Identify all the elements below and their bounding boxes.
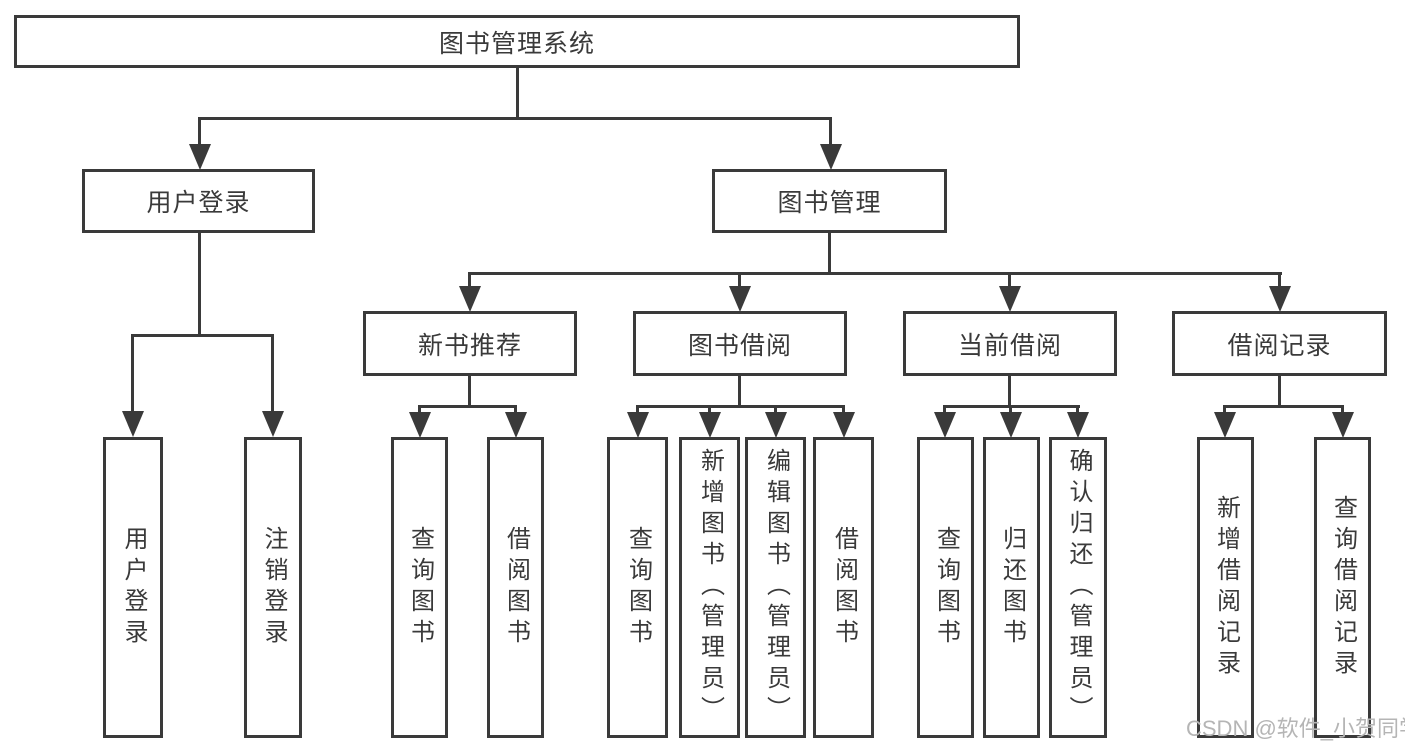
connector-rec-bus	[418, 405, 517, 408]
arrowhead-borrow1	[505, 412, 527, 438]
connector-to-user-login	[198, 119, 201, 146]
leaf-confirm-return-admin: 确认归还（管理员）	[1049, 437, 1107, 738]
connector-to-leaf-logout	[271, 336, 274, 413]
node-user-login: 用户登录	[82, 169, 315, 233]
connector-to-leaf-user-login	[131, 336, 134, 413]
arrowhead-query1	[409, 412, 431, 438]
arrowhead-query2	[627, 412, 649, 438]
leaf-query-books-current: 查询图书	[917, 437, 974, 738]
connector-to-query3	[943, 407, 946, 415]
arrowhead-new-book-rec	[459, 286, 481, 312]
node-book-management: 图书管理	[712, 169, 947, 233]
arrowhead-query3	[934, 412, 956, 438]
connector-to-confirm-return	[1076, 407, 1079, 415]
connector-to-query1	[418, 407, 421, 415]
arrowhead-book-borrow	[729, 286, 751, 312]
connector-to-edit-book	[774, 407, 777, 415]
arrowhead-borrow2	[833, 412, 855, 438]
arrowhead-borrow-records	[1269, 286, 1291, 312]
connector-records-stem	[1278, 375, 1281, 408]
connector-to-book-borrow	[738, 274, 741, 287]
arrowhead-leaf-user-login	[122, 411, 144, 437]
leaf-query-books-borrow: 查询图书	[607, 437, 668, 738]
connector-login-bus	[131, 334, 274, 337]
connector-records-bus	[1223, 405, 1344, 408]
arrowhead-edit-book	[765, 412, 787, 438]
connector-to-query2	[636, 407, 639, 415]
leaf-add-book-admin: 新增图书（管理员）	[679, 437, 740, 738]
connector-mgmt-stem	[828, 233, 831, 275]
arrowhead-add-book	[699, 412, 721, 438]
arrowhead-query-record	[1332, 412, 1354, 438]
connector-root-stem	[516, 68, 519, 120]
arrowhead-user-login	[189, 144, 211, 170]
connector-to-return-book	[1009, 407, 1012, 415]
node-new-book-recommend: 新书推荐	[363, 311, 577, 376]
connector-rec-stem	[468, 375, 471, 408]
leaf-user-login: 用户登录	[103, 437, 163, 738]
connector-to-add-record	[1223, 407, 1226, 415]
arrowhead-book-mgmt	[820, 144, 842, 170]
leaf-borrow-books-borrow: 借阅图书	[813, 437, 874, 738]
connector-to-query-record	[1341, 407, 1344, 415]
connector-to-borrow-records	[1278, 274, 1281, 287]
arrowhead-return-book	[1000, 412, 1022, 438]
connector-to-current-borrow	[1008, 274, 1011, 287]
arrowhead-current-borrow	[999, 286, 1021, 312]
connector-current-stem	[1008, 375, 1011, 408]
leaf-query-books-recommend: 查询图书	[391, 437, 448, 738]
csdn-watermark: CSDN @软件_小贺同学	[1186, 716, 1405, 741]
leaf-logout: 注销登录	[244, 437, 302, 738]
node-borrowing-records: 借阅记录	[1172, 311, 1387, 376]
connector-to-new-book-rec	[468, 274, 471, 287]
connector-to-book-mgmt	[829, 119, 832, 146]
connector-current-bus	[943, 405, 1080, 408]
arrowhead-add-record	[1214, 412, 1236, 438]
connector-to-borrow1	[514, 407, 517, 415]
leaf-return-book: 归还图书	[983, 437, 1040, 738]
connector-borrow-bus	[636, 405, 845, 408]
arrowhead-confirm-return	[1067, 412, 1089, 438]
connector-to-add-book	[708, 407, 711, 415]
leaf-edit-book-admin: 编辑图书（管理员）	[745, 437, 806, 738]
node-current-borrowing: 当前借阅	[903, 311, 1117, 376]
leaf-query-borrow-record: 查询借阅记录	[1314, 437, 1371, 738]
arrowhead-leaf-logout	[262, 411, 284, 437]
node-root-system: 图书管理系统	[14, 15, 1020, 68]
connector-login-stem	[198, 233, 201, 336]
leaf-add-borrow-record: 新增借阅记录	[1197, 437, 1254, 738]
connector-borrow-stem	[738, 375, 741, 408]
connector-level3-bus	[468, 272, 1282, 275]
connector-to-borrow2	[842, 407, 845, 415]
leaf-borrow-books-recommend: 借阅图书	[487, 437, 544, 738]
node-book-borrowing: 图书借阅	[633, 311, 847, 376]
connector-level2-bus	[198, 117, 832, 120]
